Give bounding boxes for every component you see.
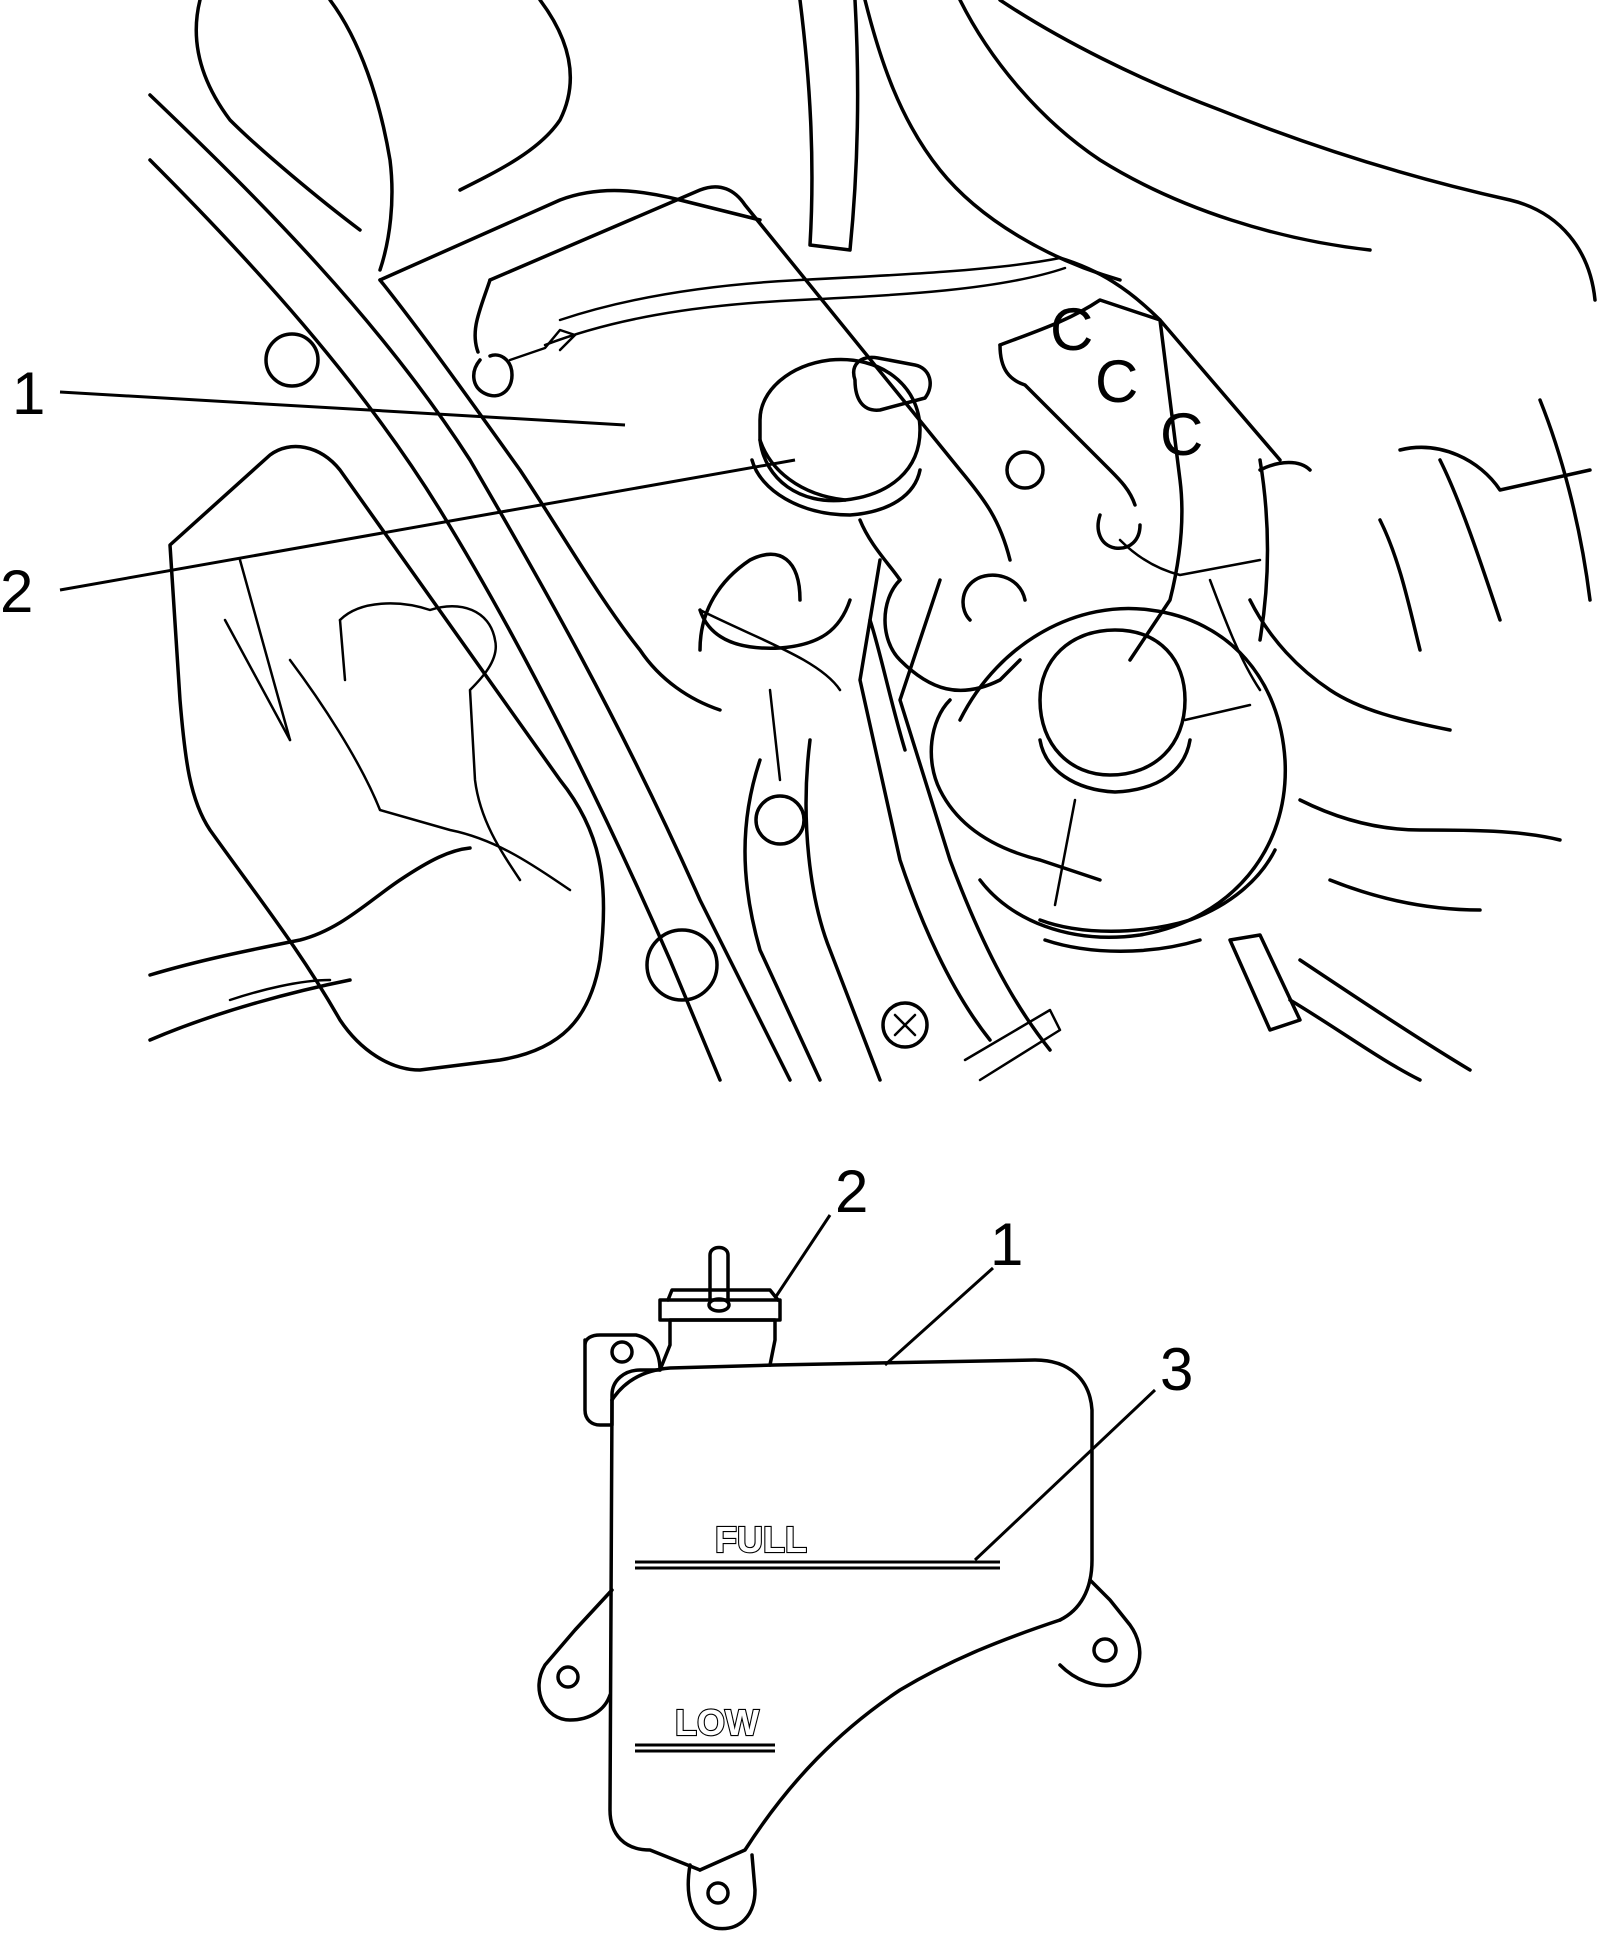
low-level-label: LOW (675, 1702, 759, 1743)
engine-bay-view: C C C (0, 0, 1597, 1082)
reservoir-callout-1: 1 (990, 1211, 1023, 1278)
reservoir-callout-3: 3 (1160, 1336, 1193, 1403)
reservoir-callout-2: 2 (835, 1158, 868, 1225)
bracket-mark-1: C (1050, 296, 1093, 363)
bracket-mark-3: C (1160, 401, 1203, 468)
bracket-mark-2: C (1095, 348, 1138, 415)
engine-callout-1: 1 (12, 360, 45, 427)
reservoir-detail-view: FULL LOW 2 1 3 (537, 1158, 1193, 1931)
full-level-label: FULL (715, 1519, 807, 1560)
engine-callout-2: 2 (0, 558, 33, 625)
